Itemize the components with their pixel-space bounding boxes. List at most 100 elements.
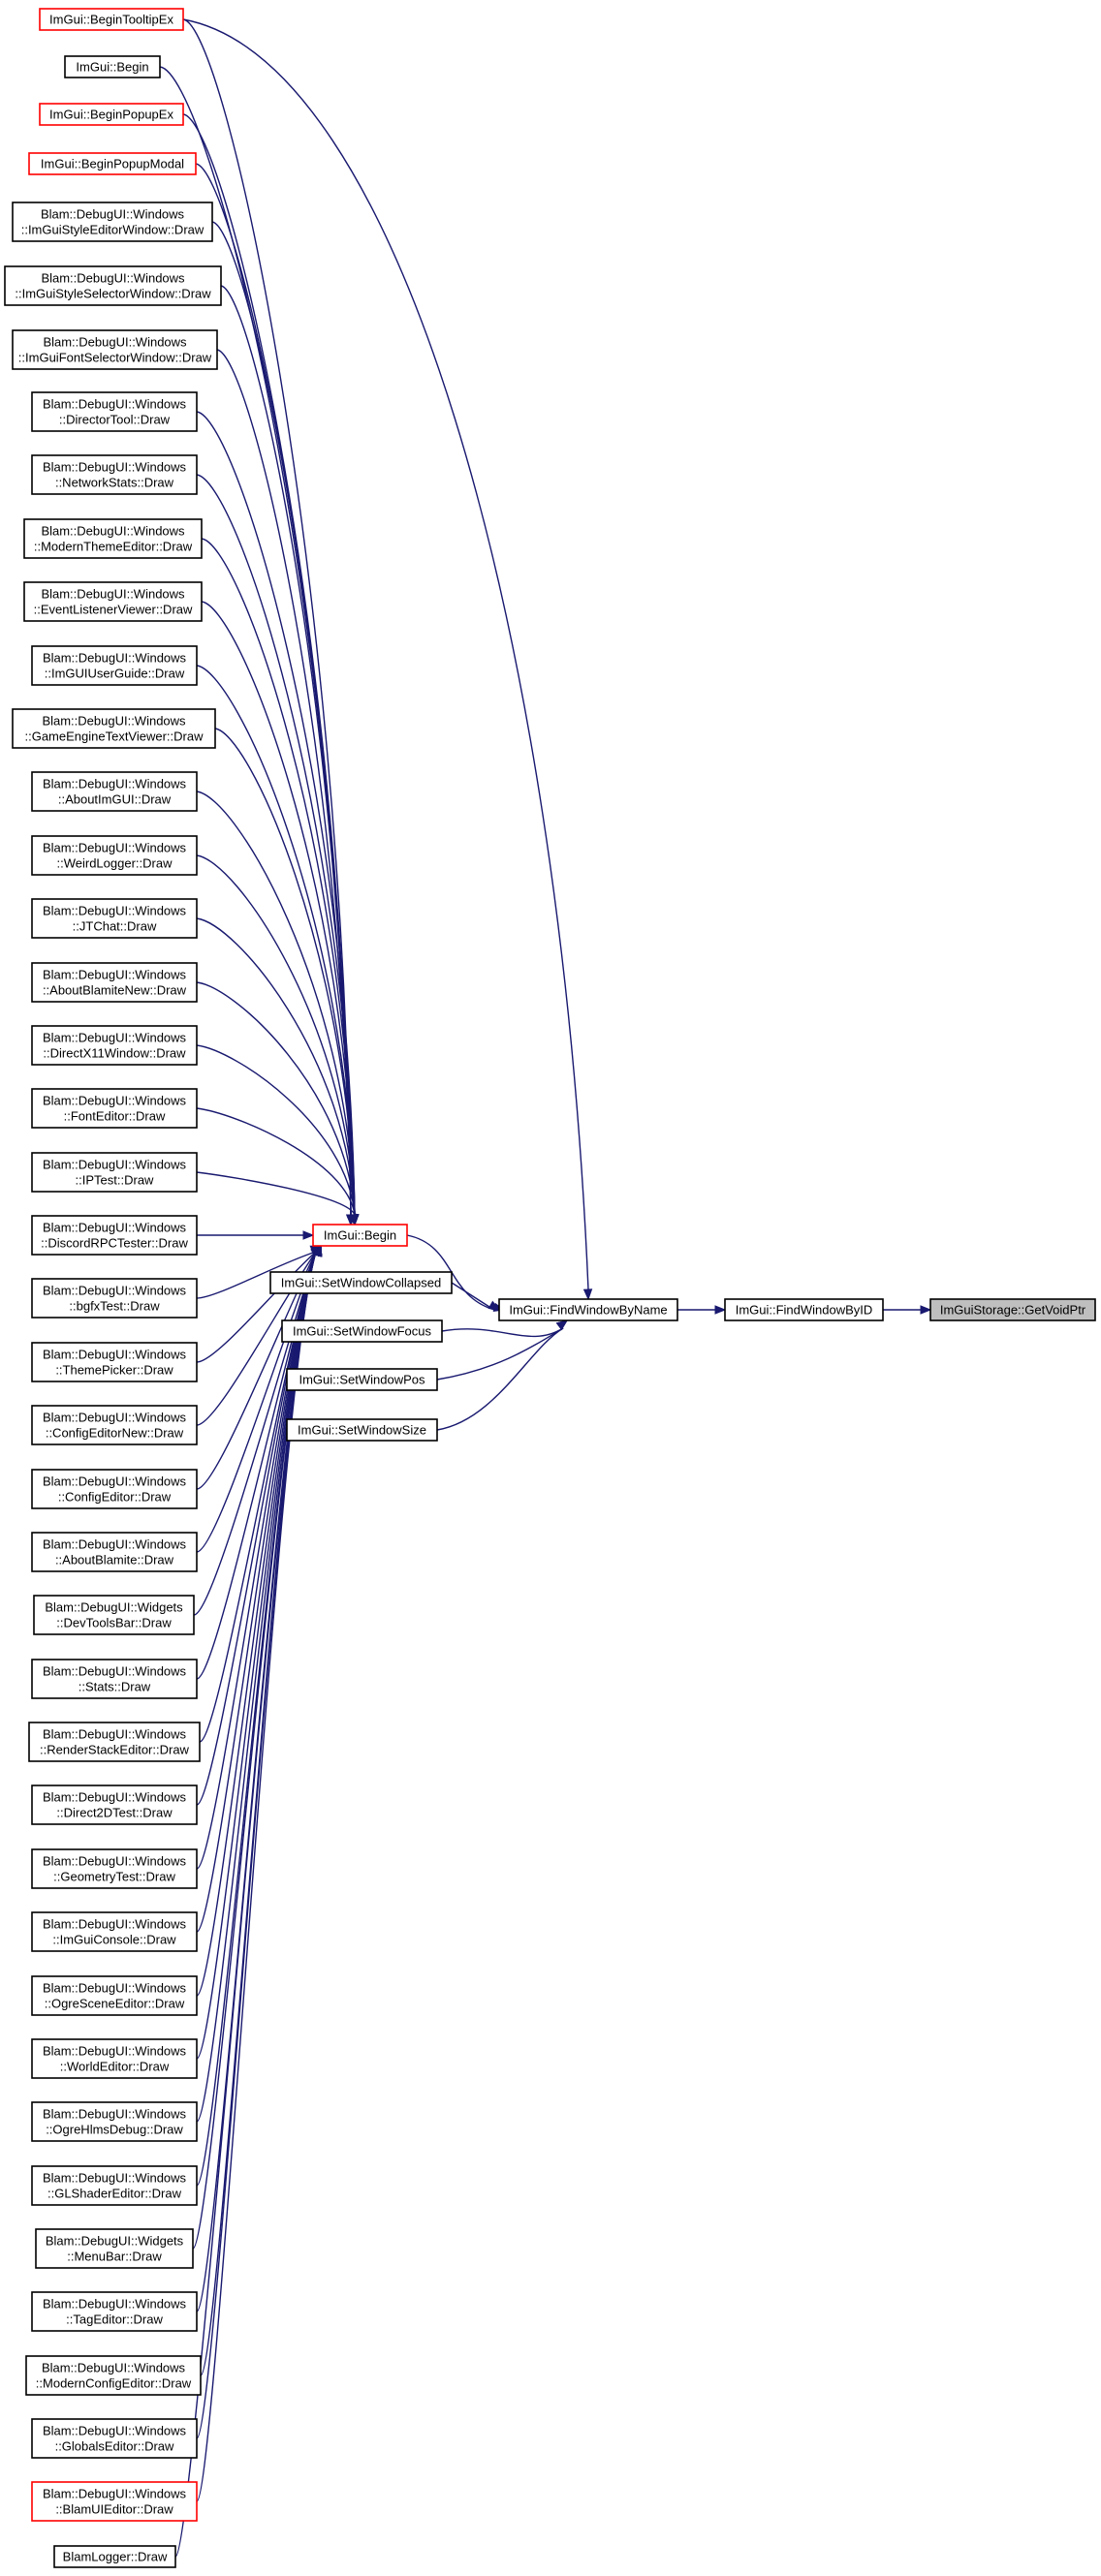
edge-line — [196, 917, 356, 1216]
node-label: ::GLShaderEditor::Draw — [47, 2187, 182, 2201]
node-label: ::bgfxTest::Draw — [69, 1299, 160, 1314]
node-imguiconsole[interactable]: Blam::DebugUI::Windows::ImGuiConsole::Dr… — [31, 1911, 198, 1952]
node-gameenginetext[interactable]: Blam::DebugUI::Windows::GameEngineTextVi… — [12, 708, 216, 749]
node-box — [4, 265, 222, 306]
node-label: ::ImGUIUserGuide::Draw — [45, 667, 185, 681]
node-glshader[interactable]: Blam::DebugUI::Windows::GLShaderEditor::… — [31, 2165, 198, 2206]
edge-line — [196, 791, 356, 1216]
node-worldeditor[interactable]: Blam::DebugUI::Windows::WorldEditor::Dra… — [31, 2038, 198, 2079]
node-tooltip[interactable]: ImGui::BeginTooltipEx — [39, 8, 184, 31]
node-modernconfig[interactable]: Blam::DebugUI::Windows::ModernConfigEdit… — [25, 2355, 202, 2396]
node-imgui-begin[interactable]: ImGui::Begin — [312, 1224, 408, 1247]
node-stats[interactable]: Blam::DebugUI::Windows::Stats::Draw — [31, 1659, 198, 1699]
node-aboutblamitenew[interactable]: Blam::DebugUI::Windows::AboutBlamiteNew:… — [31, 962, 198, 1003]
node-geometrytest[interactable]: Blam::DebugUI::Windows::GeometryTest::Dr… — [31, 1848, 198, 1889]
node-eventlistener[interactable]: Blam::DebugUI::Windows::EventListenerVie… — [23, 581, 203, 622]
edge-tooltip-to-imgui_begin — [182, 18, 356, 1226]
node-aboutblamite[interactable]: Blam::DebugUI::Windows::AboutBlamite::Dr… — [31, 1532, 198, 1572]
node-popupmodal[interactable]: ImGui::BeginPopupModal — [28, 152, 197, 175]
edge-directortool-to-imgui_begin — [196, 411, 360, 1226]
edge-imguiconsole-to-imgui_begin — [196, 1244, 323, 1933]
node-label: ImGui::BeginTooltipEx — [49, 13, 173, 27]
node-label: Blam::DebugUI::Windows — [43, 1537, 187, 1552]
node-setcollapsed[interactable]: ImGui::SetWindowCollapsed — [269, 1271, 453, 1294]
node-jtchat[interactable]: Blam::DebugUI::Windows::JTChat::Draw — [31, 898, 198, 939]
node-setsize[interactable]: ImGui::SetWindowSize — [286, 1418, 438, 1442]
node-box — [64, 55, 161, 78]
node-label: Blam::DebugUI::Windows — [42, 714, 186, 729]
node-ogrescene[interactable]: Blam::DebugUI::Windows::OgreSceneEditor:… — [31, 1975, 198, 2016]
edge-line — [451, 1282, 490, 1308]
edge-line — [196, 1107, 356, 1216]
node-label: Blam::DebugUI::Windows — [43, 2487, 187, 2501]
node-label: Blam::DebugUI::Windows — [43, 2424, 187, 2438]
node-styleeditor[interactable]: Blam::DebugUI::Windows::ImGuiStyleEditor… — [12, 202, 213, 242]
node-userguide[interactable]: Blam::DebugUI::Windows::ImGUIUserGuide::… — [31, 645, 198, 686]
node-label: ImGui::SetWindowSize — [298, 1423, 426, 1438]
edge-line — [196, 1251, 317, 1363]
node-devtoolsbar[interactable]: Blam::DebugUI::Widgets::DevToolsBar::Dra… — [33, 1595, 195, 1635]
node-directortool[interactable]: Blam::DebugUI::Windows::DirectorTool::Dr… — [31, 391, 198, 432]
node-direct2d[interactable]: Blam::DebugUI::Windows::Direct2DTest::Dr… — [31, 1785, 198, 1825]
node-box — [31, 1342, 198, 1382]
node-weirdlogger[interactable]: Blam::DebugUI::Windows::WeirdLogger::Dra… — [31, 835, 198, 876]
node-renderstack[interactable]: Blam::DebugUI::Windows::RenderStackEdito… — [28, 1722, 201, 1762]
edge-line — [214, 728, 356, 1216]
node-label: ::IPTest::Draw — [76, 1173, 155, 1188]
node-label: ::ThemePicker::Draw — [55, 1363, 173, 1378]
node-box — [31, 454, 198, 495]
edge-popupmodal-to-imgui_begin — [195, 163, 356, 1226]
node-directx11[interactable]: Blam::DebugUI::Windows::DirectX11Window:… — [31, 1025, 198, 1066]
node-box — [31, 771, 198, 812]
node-styleselector[interactable]: Blam::DebugUI::Windows::ImGuiStyleSelect… — [4, 265, 222, 306]
node-setpos[interactable]: ImGui::SetWindowPos — [286, 1368, 438, 1391]
edge-arrowhead — [347, 1213, 357, 1226]
node-fonteditor[interactable]: Blam::DebugUI::Windows::FontEditor::Draw — [31, 1088, 198, 1129]
node-box — [31, 2481, 198, 2522]
node-configeditor[interactable]: Blam::DebugUI::Windows::ConfigEditor::Dr… — [31, 1469, 198, 1509]
node-iptest[interactable]: Blam::DebugUI::Windows::IPTest::Draw — [31, 1152, 198, 1193]
node-findbyid[interactable]: ImGui::FindWindowByID — [724, 1298, 884, 1321]
node-tageditor[interactable]: Blam::DebugUI::Windows::TagEditor::Draw — [31, 2291, 198, 2332]
node-box — [31, 962, 198, 1003]
node-box — [12, 329, 218, 370]
node-blamuieditor[interactable]: Blam::DebugUI::Windows::BlamUIEditor::Dr… — [31, 2481, 198, 2522]
node-box — [286, 1368, 438, 1391]
node-menubar[interactable]: Blam::DebugUI::Widgets::MenuBar::Draw — [35, 2228, 194, 2269]
node-label: Blam::DebugUI::Windows — [43, 1284, 187, 1298]
node-box — [31, 391, 198, 432]
node-globalseditor[interactable]: Blam::DebugUI::Windows::GlobalsEditor::D… — [31, 2418, 198, 2459]
node-configeditornew[interactable]: Blam::DebugUI::Windows::ConfigEditorNew:… — [31, 1405, 198, 1445]
node-aboutimgui[interactable]: Blam::DebugUI::Windows::AboutImGUI::Draw — [31, 771, 198, 812]
edge-line — [196, 1251, 317, 1299]
edge-setcollapsed-to-findbyname — [451, 1282, 501, 1311]
node-box — [31, 1532, 198, 1572]
node-themepicker[interactable]: Blam::DebugUI::Windows::ThemePicker::Dra… — [31, 1342, 198, 1382]
node-box — [31, 1659, 198, 1699]
node-label: ::DevToolsBar::Draw — [56, 1616, 172, 1630]
node-begin-plain[interactable]: ImGui::Begin — [64, 55, 161, 78]
node-label: Blam::DebugUI::Windows — [43, 1221, 187, 1235]
node-label: Blam::DebugUI::Windows — [43, 1917, 187, 1932]
node-label: Blam::DebugUI::Windows — [41, 587, 185, 602]
node-popupex[interactable]: ImGui::BeginPopupEx — [39, 103, 184, 126]
node-label: ::Stats::Draw — [79, 1680, 151, 1694]
node-blamlogger[interactable]: BlamLogger::Draw — [53, 2545, 176, 2568]
node-bgfxtest[interactable]: Blam::DebugUI::Windows::bgfxTest::Draw — [31, 1278, 198, 1319]
node-label: ::EventListenerViewer::Draw — [34, 603, 193, 617]
node-getvoidptr[interactable]: ImGuiStorage::GetVoidPtr — [929, 1298, 1096, 1321]
node-label: Blam::DebugUI::Windows — [42, 2361, 186, 2375]
edge-tooltip-to-findbyname — [182, 18, 593, 1301]
node-label: Blam::DebugUI::Windows — [43, 651, 187, 666]
node-moderntheme[interactable]: Blam::DebugUI::Windows::ModernThemeEdito… — [23, 518, 203, 559]
node-label: Blam::DebugUI::Windows — [43, 1474, 187, 1489]
node-discordrpc[interactable]: Blam::DebugUI::Windows::DiscordRPCTester… — [31, 1215, 198, 1256]
node-setfocus[interactable]: ImGui::SetWindowFocus — [281, 1319, 443, 1343]
node-box — [929, 1298, 1096, 1321]
node-findbyname[interactable]: ImGui::FindWindowByName — [498, 1298, 678, 1321]
node-networkstats[interactable]: Blam::DebugUI::Windows::NetworkStats::Dr… — [31, 454, 198, 495]
node-ogrehlms[interactable]: Blam::DebugUI::Windows::OgreHlmsDebug::D… — [31, 2101, 198, 2142]
node-label: ImGui::Begin — [76, 60, 148, 75]
node-box — [12, 708, 216, 749]
node-fontselector[interactable]: Blam::DebugUI::Windows::ImGuiFontSelecto… — [12, 329, 218, 370]
